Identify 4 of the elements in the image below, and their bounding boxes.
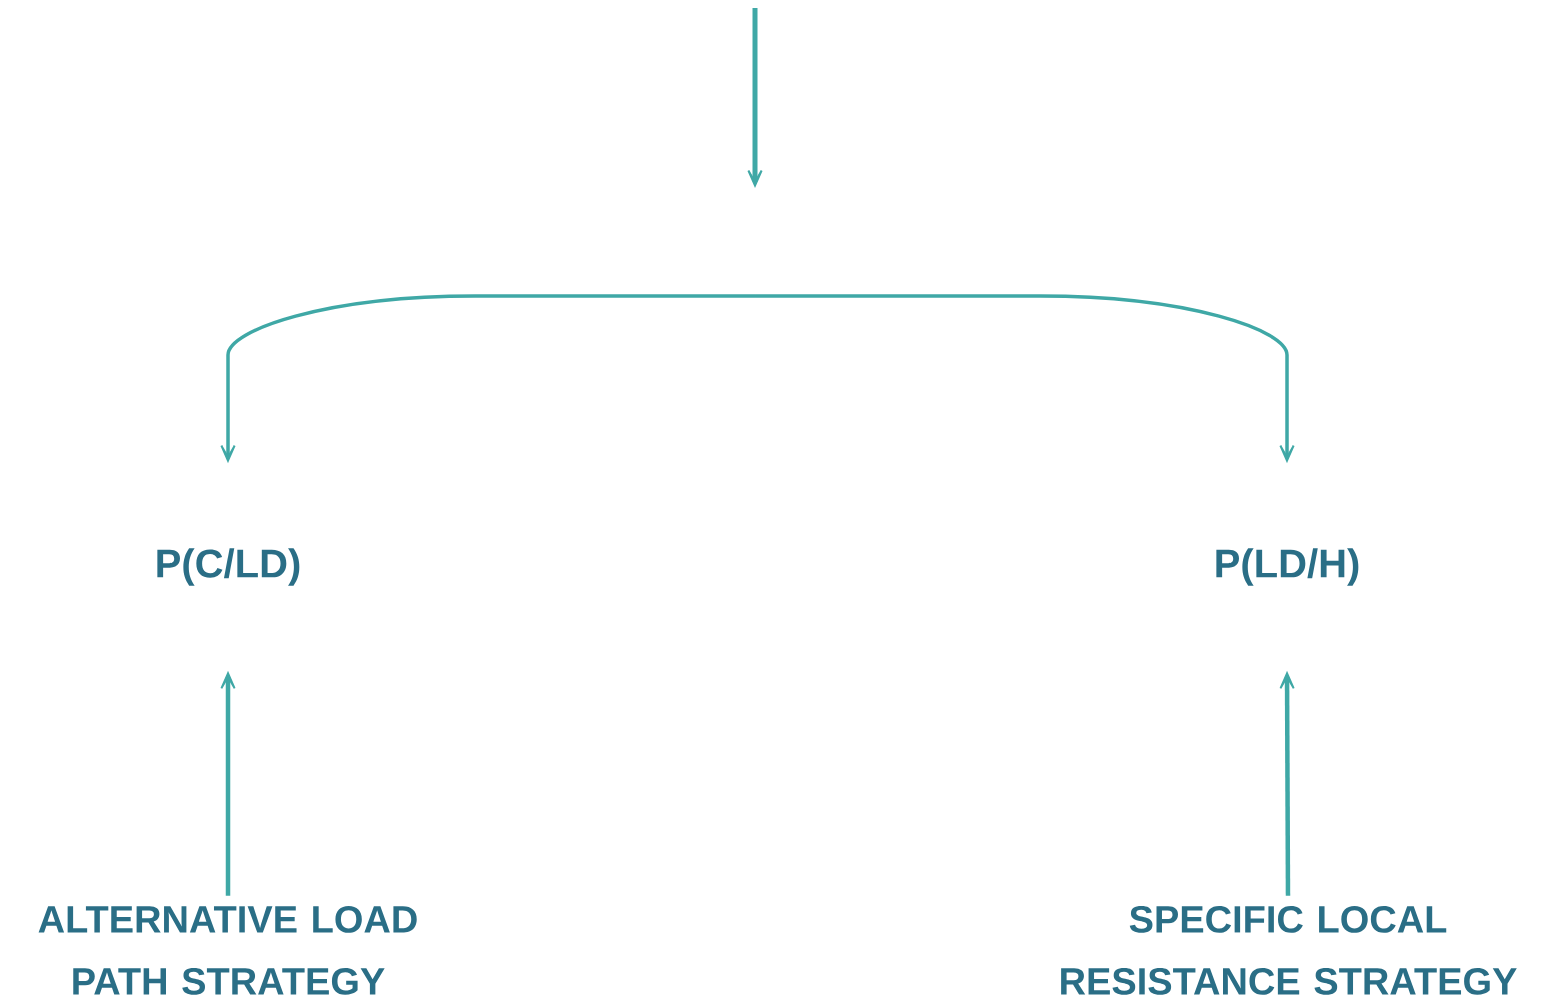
strategy-label: ALTERNATIVE LOAD PATH STRATEGY: [38, 905, 417, 995]
probability-label: P(LD/H): [1216, 548, 1359, 586]
strategy-label: SPECIFIC LOCAL RESISTANCE STRATEGY: [1061, 905, 1517, 995]
probability-label: P(C/LD): [157, 548, 300, 586]
